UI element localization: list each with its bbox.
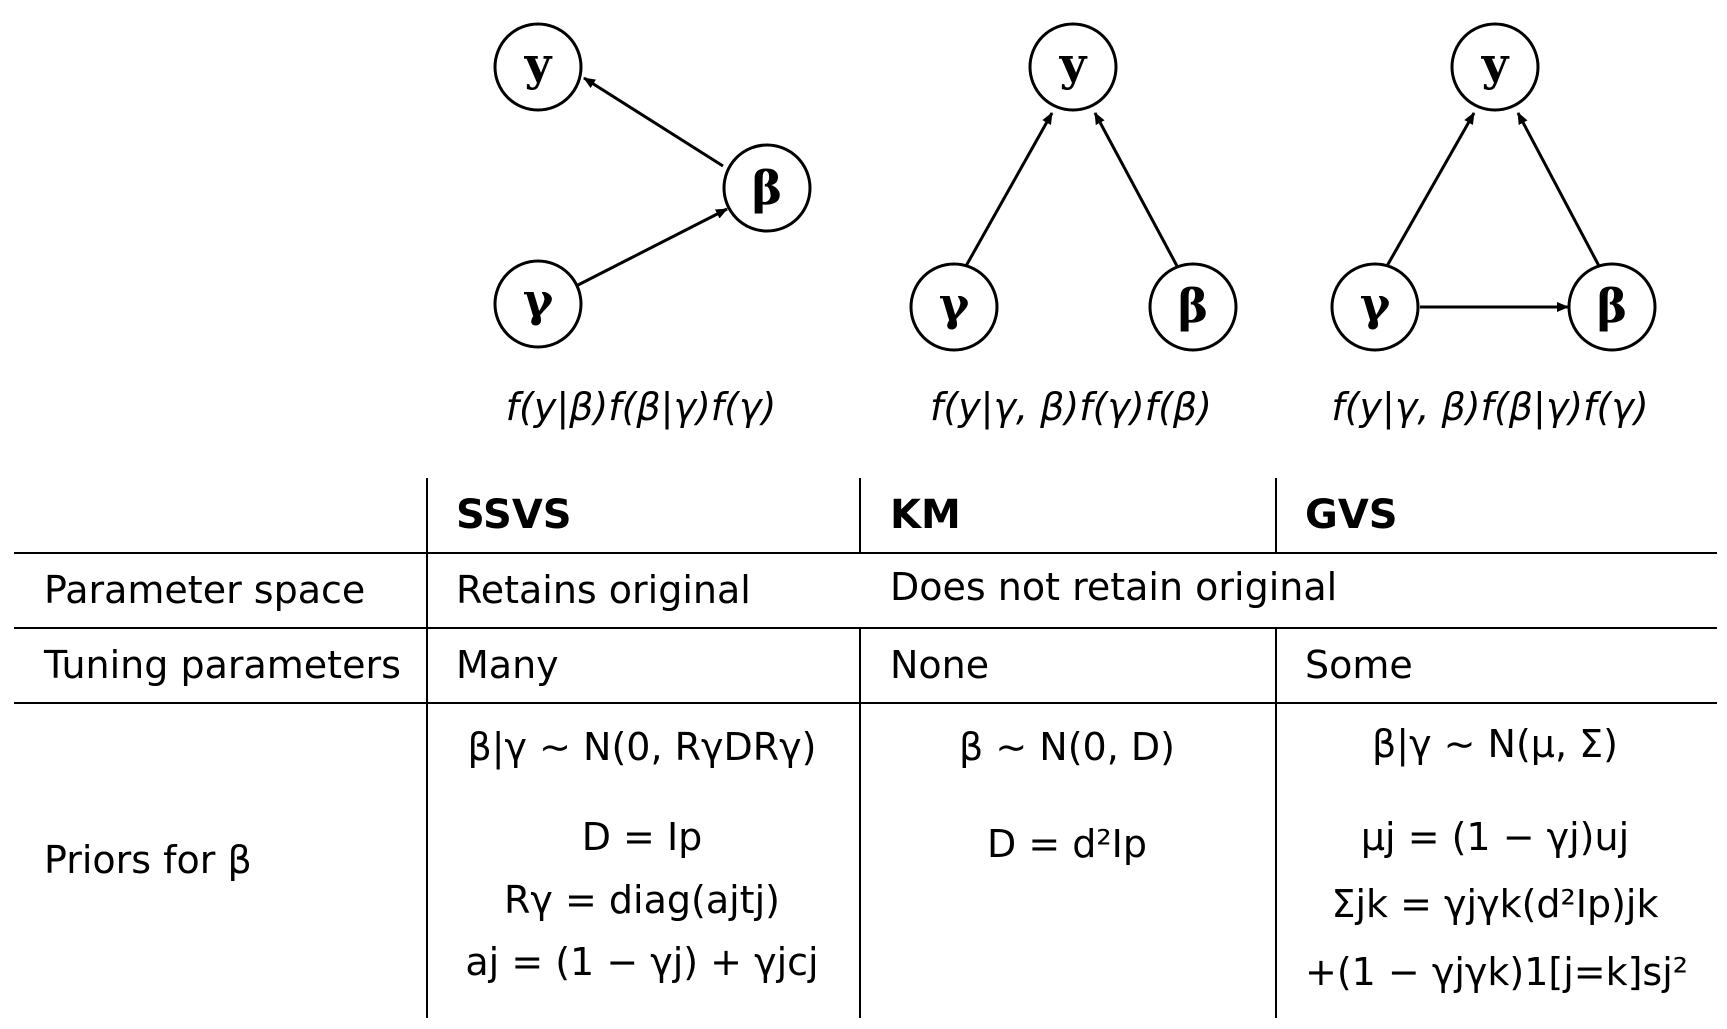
gvs-prior-line-2: μj = (1 − γj)uj [1360, 815, 1630, 859]
table-divider [1275, 628, 1277, 1018]
node-y-label: y [1481, 37, 1510, 91]
node-beta [1148, 262, 1238, 352]
ssvs-prior-line-1: β|γ ∼ N(0, RγDRγ) [467, 725, 817, 769]
edge-beta-to-y [1516, 112, 1601, 267]
graphical-models: y β γ y γ β y γ β [493, 22, 1657, 352]
node-gamma [909, 262, 999, 352]
edge-gamma-to-beta [577, 207, 728, 287]
node-beta-label: β [1178, 279, 1209, 333]
cell-ssvs-tuning: Many [456, 643, 559, 687]
cell-km-tuning: None [890, 643, 990, 687]
km-prior-line-1: β ∼ N(0, D) [959, 725, 1175, 769]
header-ssvs: SSVS [456, 492, 572, 538]
cell-ssvs-parameter-space: Retains original [456, 568, 751, 612]
node-beta [1567, 262, 1657, 352]
gvs-prior-line-1: β|γ ∼ N(μ, Σ) [1372, 722, 1618, 766]
node-beta [722, 143, 812, 233]
node-beta-label: β [752, 161, 783, 215]
cell-km-gvs-parameter-space: Does not retain original [890, 565, 1338, 609]
node-y-label: y [524, 37, 553, 91]
ssvs-prior-line-4: aj = (1 − γj) + γjcj [465, 940, 819, 984]
edge-gamma-to-y [1385, 112, 1476, 267]
header-km: KM [890, 492, 961, 538]
formula-gvs: f(y|γ, β)f(β|γ)f(γ) [1331, 385, 1649, 429]
table-divider [859, 478, 861, 553]
edge-gamma-to-y [964, 112, 1054, 267]
model-ssvs-graph: y β γ [493, 22, 812, 349]
formula-ssvs: f(y|β)f(β|γ)f(γ) [505, 385, 777, 429]
node-gamma [493, 259, 583, 349]
table-rule [14, 552, 1717, 554]
node-beta-label: β [1597, 279, 1628, 333]
node-y-label: y [1059, 37, 1088, 91]
header-gvs: GVS [1305, 492, 1398, 538]
table-divider [1275, 478, 1277, 553]
formula-km: f(y|γ, β)f(γ)f(β) [929, 385, 1212, 429]
node-y [1450, 22, 1540, 112]
table-divider [426, 478, 428, 1018]
gvs-prior-line-3: Σjk = γjγk(d²Ip)jk [1331, 882, 1659, 926]
node-gamma-label: γ [939, 277, 970, 331]
node-gamma [1330, 262, 1420, 352]
edge-beta-to-y [1093, 112, 1179, 267]
ssvs-prior-line-2: D = Ip [581, 815, 703, 859]
table-rule [14, 627, 1717, 629]
model-km-graph: y γ β [909, 22, 1238, 352]
cell-gvs-tuning: Some [1305, 643, 1413, 687]
model-gvs-graph: y γ β [1330, 22, 1657, 352]
table-divider [859, 628, 861, 1018]
row-label-priors: Priors for β [44, 838, 252, 882]
ssvs-prior-line-3: Rγ = diag(ajtj) [504, 878, 780, 922]
node-gamma-label: γ [523, 273, 554, 327]
node-y [493, 22, 583, 112]
row-label-parameter-space: Parameter space [44, 568, 366, 612]
node-y [1028, 22, 1118, 112]
edge-beta-to-y [583, 76, 724, 168]
km-prior-line-2: D = d²Ip [987, 822, 1147, 866]
row-label-tuning-parameters: Tuning parameters [44, 643, 401, 687]
node-gamma-label: γ [1360, 277, 1391, 331]
table-rule [14, 702, 1717, 704]
gvs-prior-line-4: +(1 − γjγk)1[j=k]sj² [1305, 950, 1689, 994]
